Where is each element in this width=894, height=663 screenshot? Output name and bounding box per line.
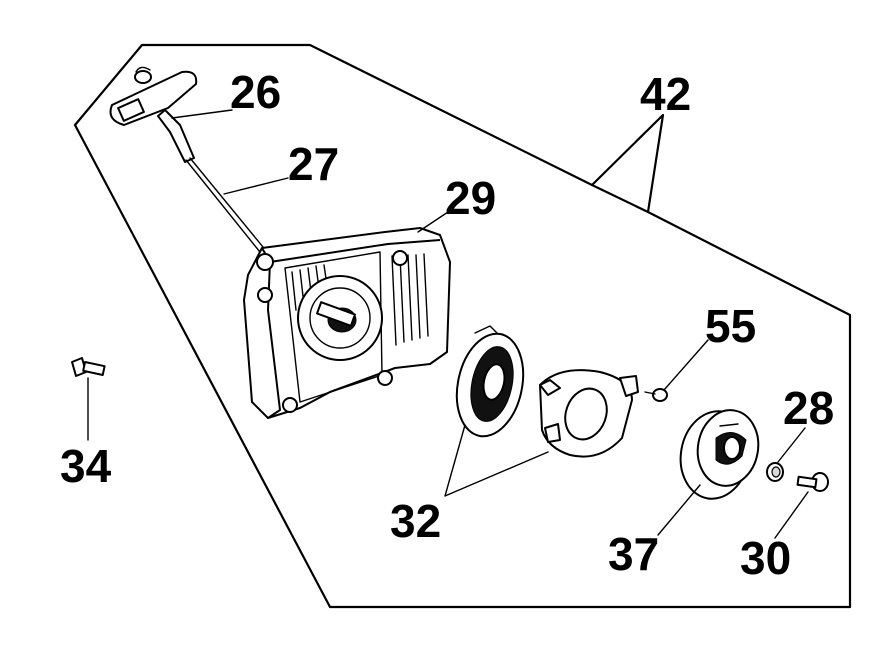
label-26: 26 <box>230 66 281 118</box>
leader-26 <box>171 109 233 119</box>
label-30: 30 <box>740 532 791 584</box>
leader-42 <box>590 113 665 214</box>
starter-handle <box>109 66 198 163</box>
leader-27 <box>223 177 289 195</box>
label-28: 28 <box>783 382 834 434</box>
starter-pulley <box>679 409 760 500</box>
rewind-spring <box>455 325 525 438</box>
label-34: 34 <box>60 440 112 492</box>
bolt-34 <box>71 357 106 377</box>
starter-rope <box>185 159 269 263</box>
label-37: 37 <box>608 528 659 580</box>
leader-32 <box>444 424 549 497</box>
label-55: 55 <box>705 300 756 352</box>
fan-housing <box>243 227 451 419</box>
leader-55 <box>663 339 709 391</box>
label-27: 27 <box>288 138 339 190</box>
screw-55 <box>644 388 668 402</box>
leader-29 <box>417 211 449 233</box>
label-32: 32 <box>390 495 441 547</box>
label-29: 29 <box>445 172 496 224</box>
screw-30 <box>796 472 829 492</box>
leader-28 <box>777 427 806 463</box>
leader-30 <box>774 491 809 539</box>
leader-37 <box>657 484 701 536</box>
rope-rotor <box>539 369 639 458</box>
label-42: 42 <box>640 68 691 120</box>
washer-28 <box>766 462 784 482</box>
